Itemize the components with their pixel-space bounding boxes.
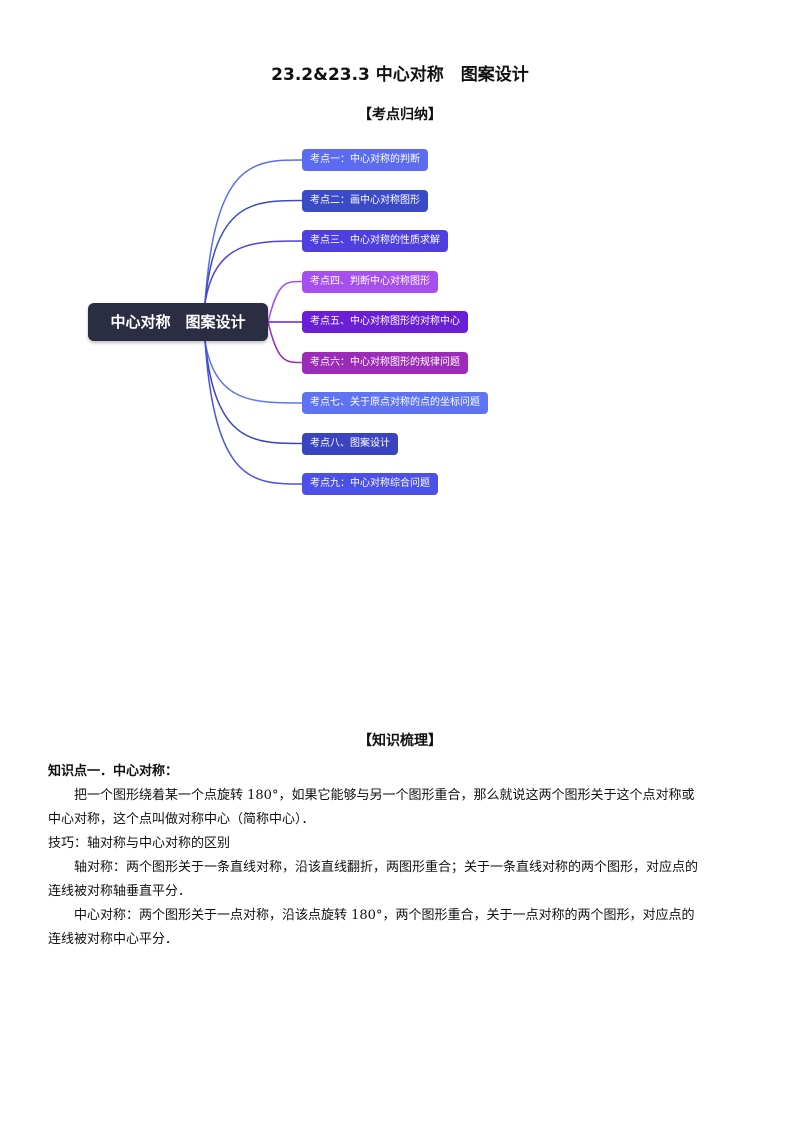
mindmap-node-4: 考点四、判断中心对称图形 [302,270,438,293]
mindmap-connector-7 [204,340,303,404]
knowledge-content: 知识点一．中心对称： 把一个图形绕着某一个点旋转 180°，如果它能够与另一个图… [48,760,754,952]
knowledge-point-title: 知识点一．中心对称： [48,764,179,779]
section-heading-key-points: 【考点归纳】 [358,107,442,123]
central-symmetry-line-2: 连线被对称中心平分． [48,932,179,947]
mindmap-node-6: 考点六：中心对称图形的规律问题 [302,351,468,374]
mindmap-connector-9 [204,340,303,485]
tip-line: 技巧：轴对称与中心对称的区别 [48,836,231,851]
definition-line-1: 把一个图形绕着某一个点旋转 180°，如果它能够与另一个图形重合，那么就说这两个… [74,788,695,803]
mindmap-node-7: 考点七、关于原点对称的点的坐标问题 [302,392,488,414]
mindmap-connector-2 [204,199,303,304]
mindmap-node-2: 考点二：画中心对称图形 [302,189,428,212]
section-heading-knowledge: 【知识梳理】 [358,733,442,749]
mindmap-connector-6 [267,321,303,364]
mindmap-connector-1 [204,159,303,304]
mindmap-node-5: 考点五、中心对称图形的对称中心 [302,311,468,333]
definition-line-2: 中心对称，这个点叫做对称中心（简称中心）． [48,812,315,827]
mindmap-node-3: 考点三、中心对称的性质求解 [302,230,448,252]
page-title: 23.2&23.3 中心对称 图案设计 [271,65,529,85]
central-symmetry-line-1: 中心对称：两个图形关于一点对称，沿该点旋转 180°，两个图形重合，关于一点对称… [74,908,695,923]
mindmap-connector-8 [204,340,303,445]
mindmap-node-8: 考点八、图案设计 [302,432,398,455]
mindmap-connector-3 [204,240,303,304]
mindmap-root: 中心对称 图案设计 [88,303,268,341]
mindmap-node-1: 考点一：中心对称的判断 [302,149,428,171]
mindmap-node-9: 考点九：中心对称综合问题 [302,473,438,495]
mindmap-connector-4 [267,280,303,323]
axis-symmetry-line-2: 连线被对称轴垂直平分． [48,884,192,899]
axis-symmetry-line-1: 轴对称：两个图形关于一条直线对称，沿该直线翻折，两图形重合；关于一条直线对称的两… [74,860,699,875]
